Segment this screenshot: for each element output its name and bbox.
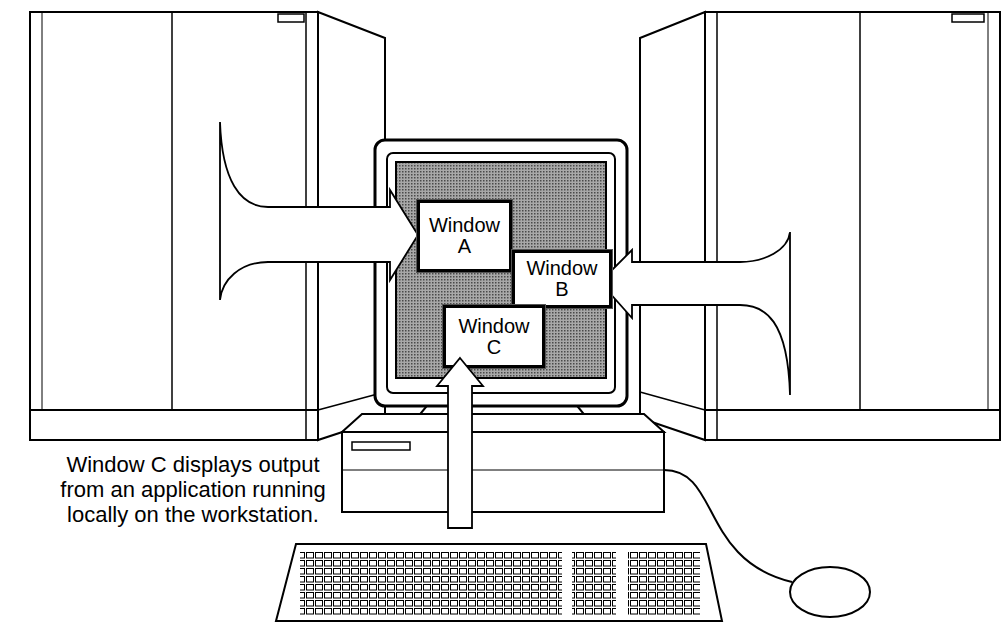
mouse <box>664 470 870 617</box>
window-box: Window C <box>443 305 545 368</box>
ribbon-arrow <box>600 232 790 395</box>
window-title: Window C <box>454 316 534 358</box>
server-cabinet <box>640 12 1000 440</box>
monitor <box>375 140 627 424</box>
ribbon-arrow <box>220 122 418 300</box>
block-arrow <box>437 358 483 528</box>
window-box: Window A <box>417 200 512 272</box>
callout-note: Window C displays output from an applica… <box>48 452 338 527</box>
window-title: Window A <box>425 215 505 257</box>
system-unit <box>342 414 664 512</box>
keyboard <box>276 544 722 621</box>
window-box: Window B <box>512 250 612 308</box>
window-title: Window B <box>522 258 602 300</box>
